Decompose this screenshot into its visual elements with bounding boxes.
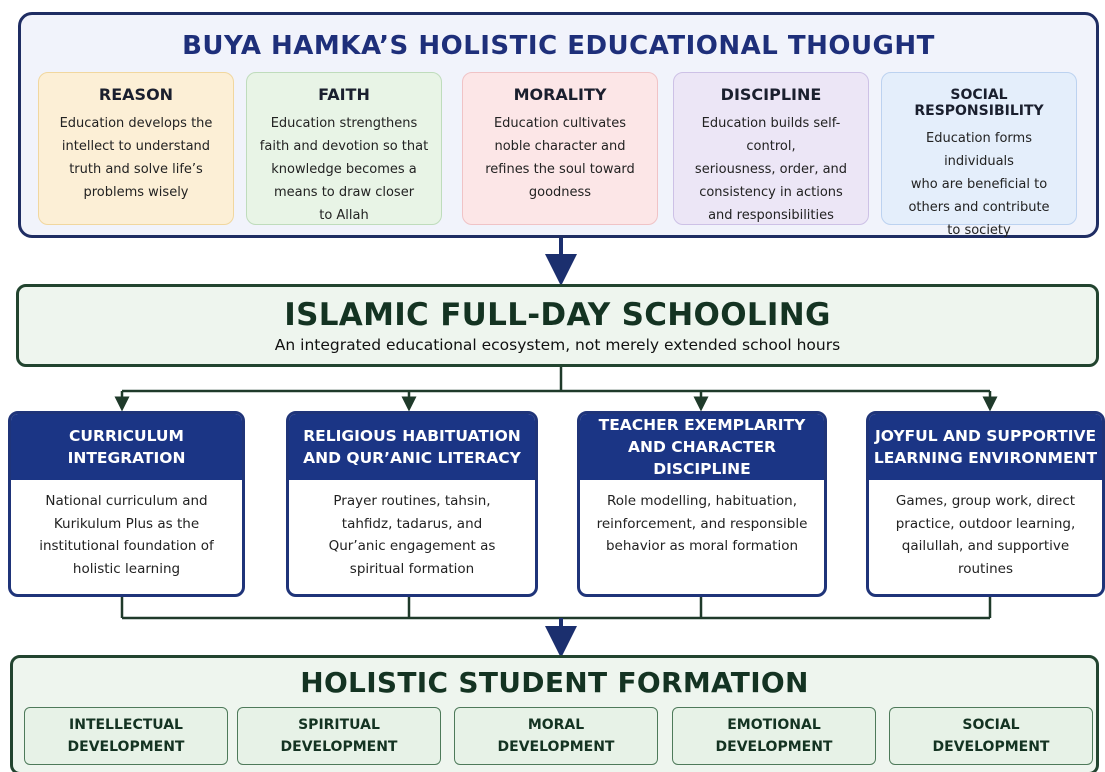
pillar-body: Prayer routines, tahsin, tahfidz, tadaru… bbox=[289, 480, 535, 580]
pillar-title-line: LEARNING ENVIRONMENT bbox=[873, 449, 1098, 467]
pillar-header: RELIGIOUS HABITUATION AND QUR’ANIC LITER… bbox=[289, 414, 535, 480]
outcome-line: DEVELOPMENT bbox=[67, 739, 185, 755]
concept-line: Education forms individuals bbox=[926, 131, 1032, 169]
concept-line: to society bbox=[947, 223, 1011, 238]
concept-title: FAITH bbox=[318, 85, 370, 104]
concept-line: to Allah bbox=[319, 208, 369, 223]
outcome-line: DEVELOPMENT bbox=[715, 739, 833, 755]
pillar-title-line: TEACHER EXEMPLARITY bbox=[598, 416, 806, 434]
pillar-line: tahfidz, tadarus, and bbox=[341, 515, 483, 532]
pillar-header: TEACHER EXEMPLARITY AND CHARACTER DISCIP… bbox=[580, 414, 824, 480]
pillar-line: Role modelling, habituation, bbox=[606, 493, 798, 509]
concept-line: goodness bbox=[528, 185, 592, 200]
pillar-line: reinforcement, and responsible bbox=[596, 515, 808, 532]
pillar-line: behavior as moral formation bbox=[605, 538, 799, 554]
outcome-title: HOLISTIC STUDENT FORMATION bbox=[300, 666, 809, 699]
pillar-title-line: AND CHARACTER DISCIPLINE bbox=[628, 438, 776, 478]
concept-social-responsibility: SOCIAL RESPONSIBILITY Education forms in… bbox=[881, 72, 1077, 238]
concepts-panel: BUYA HAMKA’S HOLISTIC EDUCATIONAL THOUGH… bbox=[18, 12, 1099, 238]
pillar-joyful-environment: JOYFUL AND SUPPORTIVE LEARNING ENVIRONME… bbox=[866, 411, 1105, 597]
concept-title: MORALITY bbox=[513, 85, 607, 104]
outcome-line: DEVELOPMENT bbox=[497, 739, 615, 755]
pillar-line: Prayer routines, tahsin, bbox=[333, 493, 491, 509]
concept-line: Education develops the bbox=[59, 116, 213, 131]
pillar-line: Qur’anic engagement as bbox=[328, 538, 496, 554]
pillar-line: qailullah, and supportive bbox=[901, 538, 1070, 554]
concept-line: who are beneficial to bbox=[910, 177, 1048, 192]
concept-title: SOCIAL RESPONSIBILITY bbox=[914, 87, 1044, 119]
concept-line: intellect to understand bbox=[61, 139, 211, 154]
concept-line: and responsibilities bbox=[708, 208, 834, 223]
pillar-body: Games, group work, direct practice, outd… bbox=[869, 480, 1102, 580]
concept-faith: FAITH Education strengthens faith and de… bbox=[246, 72, 442, 225]
pillar-line: institutional foundation of bbox=[39, 538, 214, 554]
outcome-line: DEVELOPMENT bbox=[932, 739, 1050, 755]
pillar-title-line: RELIGIOUS HABITUATION bbox=[303, 427, 521, 445]
concept-line: Education strengthens bbox=[270, 116, 418, 131]
pillar-header: JOYFUL AND SUPPORTIVE LEARNING ENVIRONME… bbox=[869, 414, 1102, 480]
model-title: ISLAMIC FULL-DAY SCHOOLING bbox=[284, 297, 831, 333]
pillar-title-line: CURRICULUM bbox=[69, 427, 184, 445]
concept-line: seriousness, order, and bbox=[694, 162, 848, 177]
outcome-intellectual: INTELLECTUAL DEVELOPMENT bbox=[24, 707, 228, 765]
outcome-line: DEVELOPMENT bbox=[280, 739, 398, 755]
pillar-line: spiritual formation bbox=[349, 560, 475, 577]
outcome-social: SOCIAL DEVELOPMENT bbox=[889, 707, 1093, 765]
concept-reason: REASON Education develops the intellect … bbox=[38, 72, 234, 225]
concept-line: consistency in actions bbox=[699, 185, 843, 200]
concept-line: noble character and bbox=[494, 139, 626, 154]
pillar-title-line: AND QUR’ANIC LITERACY bbox=[303, 449, 521, 467]
concept-line: Education builds self-control, bbox=[701, 116, 841, 154]
concept-line: problems wisely bbox=[83, 185, 189, 200]
outcome-spiritual: SPIRITUAL DEVELOPMENT bbox=[237, 707, 441, 765]
concept-title: REASON bbox=[98, 85, 174, 104]
concept-line: knowledge becomes a bbox=[271, 162, 417, 177]
pillar-curriculum-integration: CURRICULUM INTEGRATION National curricul… bbox=[8, 411, 245, 597]
pillar-title-line: JOYFUL AND SUPPORTIVE bbox=[874, 427, 1097, 445]
pillar-line: National curriculum and bbox=[45, 493, 208, 509]
pillar-line: practice, outdoor learning, bbox=[895, 515, 1076, 532]
pillar-title-line: INTEGRATION bbox=[67, 449, 186, 467]
pillar-line: routines bbox=[957, 560, 1013, 577]
concept-title: DISCIPLINE bbox=[720, 85, 822, 104]
concept-line: others and contribute bbox=[908, 200, 1050, 215]
outcome-emotional: EMOTIONAL DEVELOPMENT bbox=[672, 707, 876, 765]
outcome-line: SPIRITUAL bbox=[298, 717, 380, 733]
model-subtitle: An integrated educational ecosystem, not… bbox=[274, 336, 841, 354]
concept-line: truth and solve life’s bbox=[69, 162, 203, 177]
concept-discipline: DISCIPLINE Education builds self-control… bbox=[673, 72, 869, 225]
pillar-header: CURRICULUM INTEGRATION bbox=[11, 414, 242, 480]
pillar-line: Kurikulum Plus as the bbox=[53, 515, 200, 532]
concept-line: means to draw closer bbox=[273, 185, 415, 200]
concept-morality: MORALITY Education cultivates noble char… bbox=[462, 72, 658, 225]
outcome-line: EMOTIONAL bbox=[727, 717, 821, 733]
diagram-title: BUYA HAMKA’S HOLISTIC EDUCATIONAL THOUGH… bbox=[182, 31, 935, 61]
outcome-panel: HOLISTIC STUDENT FORMATION INTELLECTUAL … bbox=[10, 655, 1099, 772]
outcome-line: MORAL bbox=[527, 717, 585, 733]
pillar-line: holistic learning bbox=[72, 560, 181, 577]
outcome-moral: MORAL DEVELOPMENT bbox=[454, 707, 658, 765]
pillar-body: National curriculum and Kurikulum Plus a… bbox=[11, 480, 242, 580]
pillar-teacher-exemplarity: TEACHER EXEMPLARITY AND CHARACTER DISCIP… bbox=[577, 411, 827, 597]
concept-line: refines the soul toward bbox=[485, 162, 635, 177]
concept-line: Education cultivates bbox=[493, 116, 627, 131]
pillar-religious-habituation: RELIGIOUS HABITUATION AND QUR’ANIC LITER… bbox=[286, 411, 538, 597]
outcome-line: SOCIAL bbox=[962, 717, 1020, 733]
concept-line: faith and devotion so that bbox=[259, 139, 429, 154]
outcome-line: INTELLECTUAL bbox=[69, 717, 183, 733]
model-panel: ISLAMIC FULL-DAY SCHOOLING An integrated… bbox=[16, 284, 1099, 367]
pillar-body: Role modelling, habituation, reinforceme… bbox=[580, 480, 824, 558]
pillar-line: Games, group work, direct bbox=[895, 493, 1076, 509]
